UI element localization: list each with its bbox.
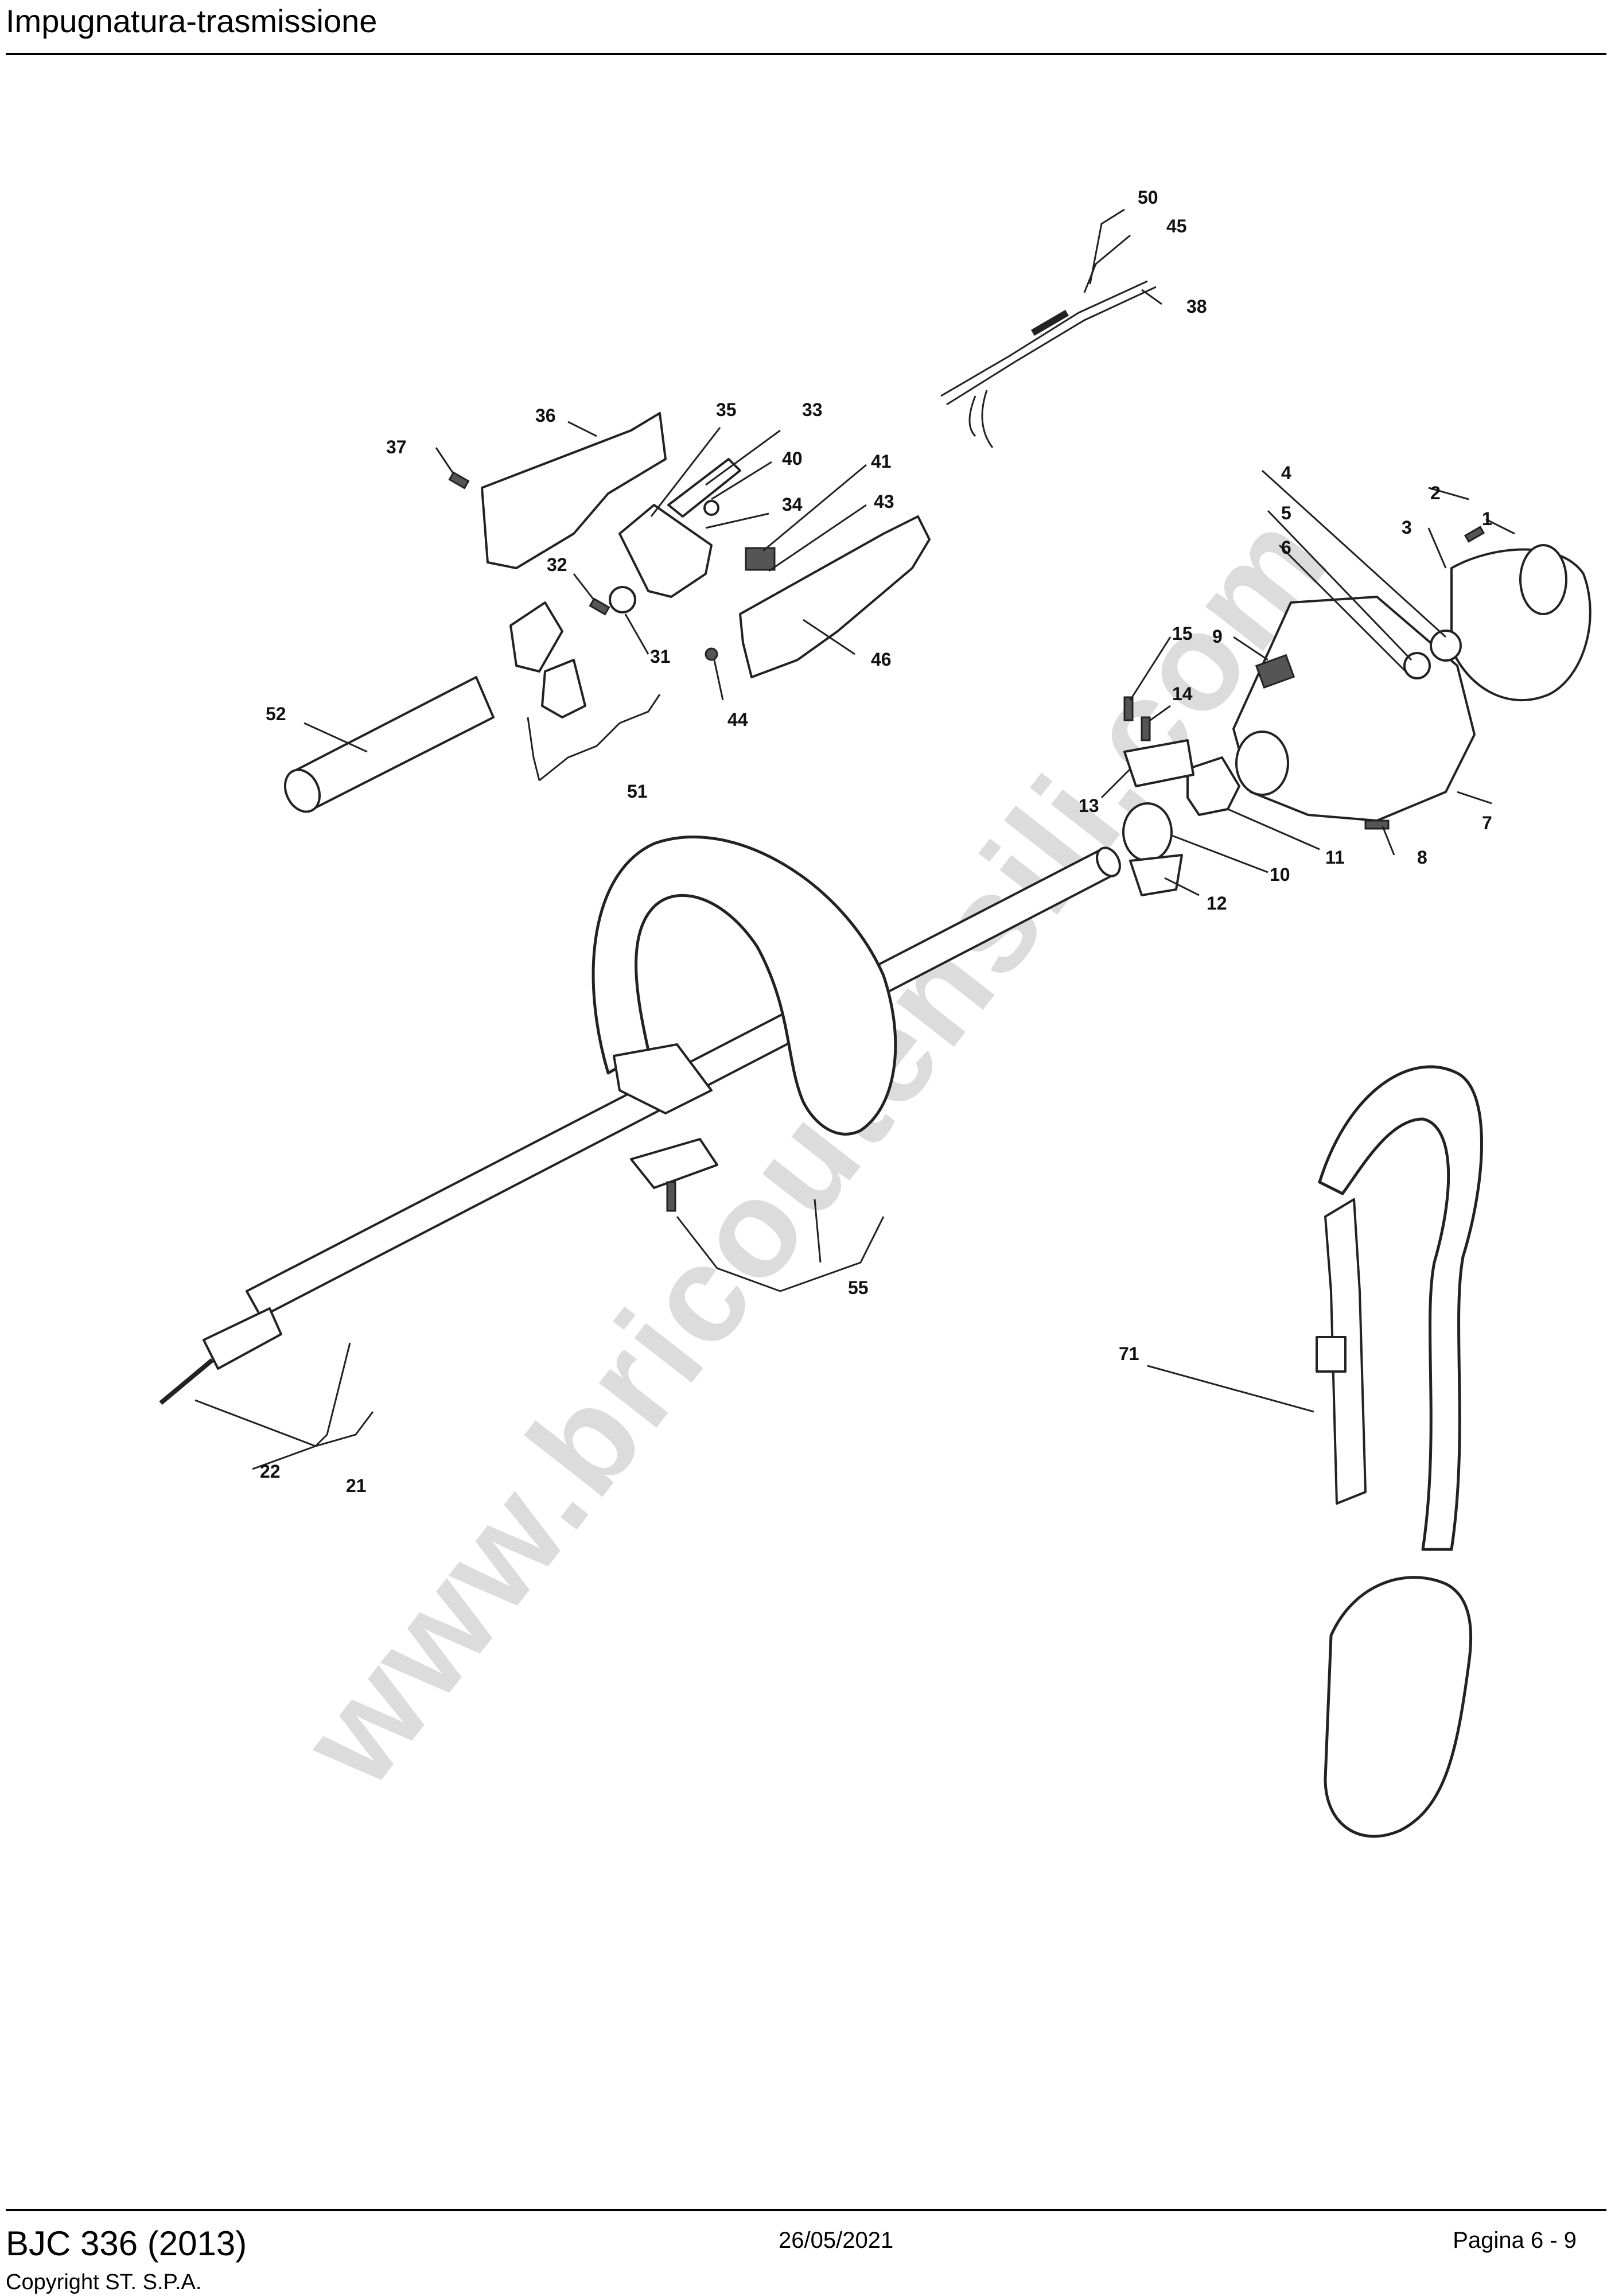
clamp-51-lower: [541, 659, 586, 718]
screw-14: [1141, 716, 1151, 741]
callout-7: 7: [1482, 813, 1492, 833]
sleeve-10: [1122, 802, 1173, 862]
callout-21: 21: [346, 1475, 367, 1496]
grip-shell-left: [481, 412, 667, 569]
footer-copyright: Copyright ST. S.P.A.: [6, 2270, 202, 2294]
screw-37: [448, 471, 470, 489]
trigger-34: [618, 504, 713, 598]
callout-2: 2: [1430, 483, 1441, 503]
callout-31: 31: [650, 646, 671, 667]
callout-43: 43: [874, 491, 894, 512]
callout-38: 38: [1186, 296, 1207, 317]
callout-8: 8: [1417, 847, 1427, 868]
plug-9: [1255, 654, 1295, 689]
callout-labels: 1 2 3 4 5 6 7 8 9 10 11 12 13 14 15 21 2…: [260, 187, 1492, 1496]
page-title: Impugnatura-trasmissione: [6, 3, 378, 39]
callout-32: 32: [547, 554, 567, 575]
callout-55: 55: [848, 1277, 869, 1298]
footer-model: BJC 336 (2013): [6, 2224, 247, 2263]
callout-52: 52: [266, 704, 286, 724]
callout-40: 40: [782, 448, 803, 469]
spring-40: [703, 500, 719, 516]
wire-harness: [940, 280, 1157, 448]
switch-41: [745, 547, 776, 571]
callout-37: 37: [386, 437, 407, 457]
callout-3: 3: [1402, 517, 1412, 538]
footer-page-number: Pagina 6 - 9: [1453, 2228, 1577, 2253]
callout-36: 36: [535, 405, 556, 426]
callout-10: 10: [1270, 864, 1290, 885]
callout-9: 9: [1212, 626, 1223, 647]
callout-45: 45: [1166, 216, 1187, 236]
callout-44: 44: [727, 709, 748, 730]
callout-22: 22: [260, 1461, 281, 1482]
callout-71: 71: [1119, 1343, 1139, 1364]
callout-4: 4: [1281, 463, 1291, 483]
screw-32: [589, 597, 610, 616]
callout-50: 50: [1138, 187, 1158, 208]
shoulder-harness: [1316, 1065, 1483, 1838]
callout-5: 5: [1281, 503, 1291, 523]
clamp-13: [1123, 739, 1194, 787]
callout-35: 35: [716, 399, 737, 420]
clamp-12: [1129, 854, 1183, 896]
callout-46: 46: [871, 649, 892, 670]
nut-11: [1186, 756, 1240, 816]
screw-2: [1464, 526, 1485, 543]
callout-41: 41: [871, 451, 892, 472]
callout-14: 14: [1172, 683, 1193, 704]
callout-51: 51: [627, 781, 648, 802]
callout-11: 11: [1325, 847, 1345, 868]
screw-44: [705, 647, 718, 661]
callout-13: 13: [1079, 795, 1099, 816]
callout-6: 6: [1281, 537, 1291, 558]
header-rule: [6, 53, 1606, 55]
clamp-51: [509, 601, 563, 673]
footer-rule: [6, 2209, 1606, 2211]
screw-15: [1123, 696, 1134, 721]
screw-8: [1364, 819, 1390, 830]
callout-1: 1: [1482, 508, 1492, 529]
callout-15: 15: [1172, 623, 1193, 644]
footer-date: 26/05/2021: [779, 2228, 894, 2253]
callout-33: 33: [802, 399, 823, 420]
flange-hub: [1519, 544, 1567, 615]
leader-lines: [194, 208, 1515, 1470]
grip-sleeve: [283, 676, 495, 813]
callout-34: 34: [782, 494, 803, 515]
loop-handle: [592, 836, 897, 1212]
callout-12: 12: [1207, 893, 1227, 914]
grip-shell-right: [739, 515, 931, 678]
ring-31: [609, 586, 636, 613]
gearbox-bore: [1235, 731, 1289, 796]
bearing-4: [1430, 630, 1462, 662]
